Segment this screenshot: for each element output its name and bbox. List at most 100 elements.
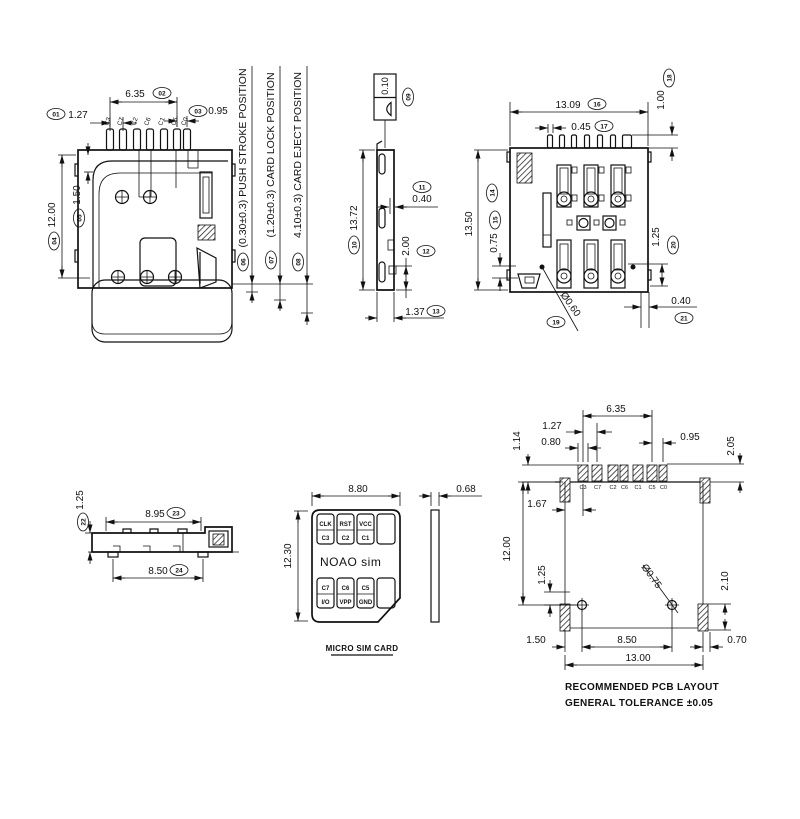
position-label-card-eject: 4.10±0.3) CARD EJECT POSITION: [292, 72, 304, 238]
sim-pad-label: C5: [362, 586, 370, 592]
pcb-pad-label: C6: [621, 485, 628, 491]
dim-11: 11 0.40: [378, 181, 438, 214]
pcb-pad-label: C7: [594, 485, 601, 491]
pcb-pad-inset-value: 1.14: [512, 431, 523, 451]
dim-05-value: 1.50: [72, 185, 83, 205]
dim-12: 2.00 12: [396, 236, 436, 298]
pcb-dim-end-pitch: 0.95: [639, 432, 700, 462]
dim-17-value: 0.45: [571, 122, 591, 133]
dim-20: 1.25 20: [628, 227, 679, 287]
pcb-dim-pitch: 1.27: [542, 421, 612, 462]
dim-14: 13.50 14: [464, 149, 508, 291]
sim-pad-label: CLK: [319, 522, 332, 528]
dim-15-value: 0.75: [489, 233, 500, 253]
pcb-pad-label: C0: [660, 485, 667, 491]
dim-17: 0.45 17: [535, 120, 614, 133]
sim-pad-label: C2: [342, 536, 350, 542]
pcb-dim-pattern-width: 13.00: [564, 653, 704, 670]
sim-width-value: 8.80: [348, 484, 368, 495]
balloon-17: 17: [600, 124, 608, 131]
pcb-right-margin-value: 0.70: [727, 635, 747, 646]
pcb-pad-label: C1: [634, 485, 641, 491]
balloon-07: 07: [269, 256, 276, 264]
pcb-dim-right-margin: 0.70: [690, 632, 747, 652]
sim-thickness-value: 0.68: [456, 484, 476, 495]
pcb-note-title: RECOMMENDED PCB LAYOUT: [565, 682, 719, 693]
balloon-24: 24: [175, 568, 183, 575]
dim-12-value: 2.00: [401, 236, 412, 256]
dim-18: 1.00 18: [632, 68, 678, 161]
balloon-06: 06: [241, 258, 248, 266]
balloon-12: 12: [422, 249, 430, 256]
sim-dim-thickness: 0.68: [419, 484, 482, 506]
sim-pad-label: C6: [342, 586, 350, 592]
pcb-left-margin-value: 1.50: [526, 635, 546, 646]
balloon-16: 16: [593, 102, 601, 109]
sim-dim-height: 12.30: [283, 510, 308, 622]
sim-brand-text: NOAO sim: [320, 555, 381, 569]
pcb-hole-offset-value: 1.25: [537, 565, 548, 585]
dim-23-value: 8.95: [145, 509, 165, 520]
pcb-pad-width-value: 0.80: [541, 437, 561, 448]
pin-label: C7: [116, 116, 126, 127]
dim-21-value: 0.40: [671, 296, 691, 307]
pcb-hole-span-value: 8.50: [617, 635, 637, 646]
dim-16: 13.09 16: [509, 98, 649, 146]
dim-15: 0.75 15: [489, 210, 518, 291]
pin-label: C6: [143, 116, 153, 127]
pcb-dim-edge-to-contact: 1.67: [527, 484, 596, 516]
sim-pad-label: VCC: [359, 522, 372, 528]
balloon-03: 03: [194, 109, 202, 116]
sim-pad-label: RST: [340, 522, 352, 528]
position-label-card-lock: (1.20±0.3) CARD LOCK POSITION: [265, 72, 277, 237]
balloon-18: 18: [667, 74, 674, 82]
dim-03-value: 0.95: [208, 106, 228, 117]
balloon-08: 08: [296, 258, 303, 266]
dim-16-value: 13.09: [555, 100, 580, 111]
profile-view: 1.25 22 8.95 23 8.50 24: [75, 490, 239, 582]
dim-18-value: 1.00: [656, 90, 667, 110]
balloon-10: 10: [352, 241, 359, 249]
pcb-pitch-value: 1.27: [542, 421, 562, 432]
dim-11-value: 0.40: [412, 194, 432, 205]
dim-22-value: 1.25: [75, 490, 86, 510]
sim-pad-label: VPP: [339, 600, 351, 606]
sim-pad-label: I/O: [321, 600, 329, 606]
dim-05: 1.50 05: [72, 143, 93, 228]
pcb-dim-side-pad-height: 2.10: [708, 571, 731, 631]
top-view-linework: [506, 134, 652, 293]
balloon-09: 09: [406, 93, 413, 101]
front-view: C3 C7 C2 C6 C1 C5 C0 01 1.27 6.35 02: [46, 66, 313, 343]
dim-14-value: 13.50: [464, 211, 475, 236]
pin-label: C2: [130, 116, 140, 127]
balloon-05: 05: [77, 214, 84, 222]
sim-pad-label: C3: [322, 536, 330, 542]
pcb-dim-hole-offset: 1.25: [537, 565, 575, 617]
sim-card-view: CLK C3 RST C2 VCC C1 C7 I/O C6 VPP C5 GN…: [283, 484, 482, 656]
pcb-note-tolerance: GENERAL TOLERANCE ±0.05: [565, 698, 713, 709]
flatness-value: 0.10: [380, 77, 390, 95]
balloon-23: 23: [172, 511, 180, 518]
balloon-21: 21: [680, 316, 688, 323]
balloon-19: 19: [552, 320, 560, 327]
dim-04: 12.00 04: [47, 154, 90, 279]
balloon-20: 20: [671, 241, 678, 249]
pcb-dim-hole-span: 8.50: [582, 610, 673, 652]
sim-pad-label: C1: [362, 536, 370, 542]
dim-04-value: 12.00: [47, 202, 58, 227]
balloon-13: 13: [432, 309, 440, 316]
balloon-11: 11: [419, 185, 426, 192]
pcb-end-pitch-value: 0.95: [680, 432, 700, 443]
dim-21: 0.40 21: [624, 292, 697, 328]
dim-24: 8.50 24: [112, 559, 204, 582]
dim-03: 03 0.95: [164, 105, 228, 127]
pcb-edge-to-contact-value: 1.67: [527, 499, 547, 510]
balloon-14: 14: [490, 189, 497, 197]
side-view: 0.10 09 13.72 10 11 0.40: [348, 73, 446, 322]
balloon-04: 04: [52, 237, 59, 245]
dim-23: 8.95 23: [105, 507, 202, 531]
pcb-dim-pad-height: 2.05: [667, 436, 744, 493]
dim-24-value: 8.50: [148, 566, 168, 577]
pcb-pad-height-value: 2.05: [726, 436, 737, 456]
